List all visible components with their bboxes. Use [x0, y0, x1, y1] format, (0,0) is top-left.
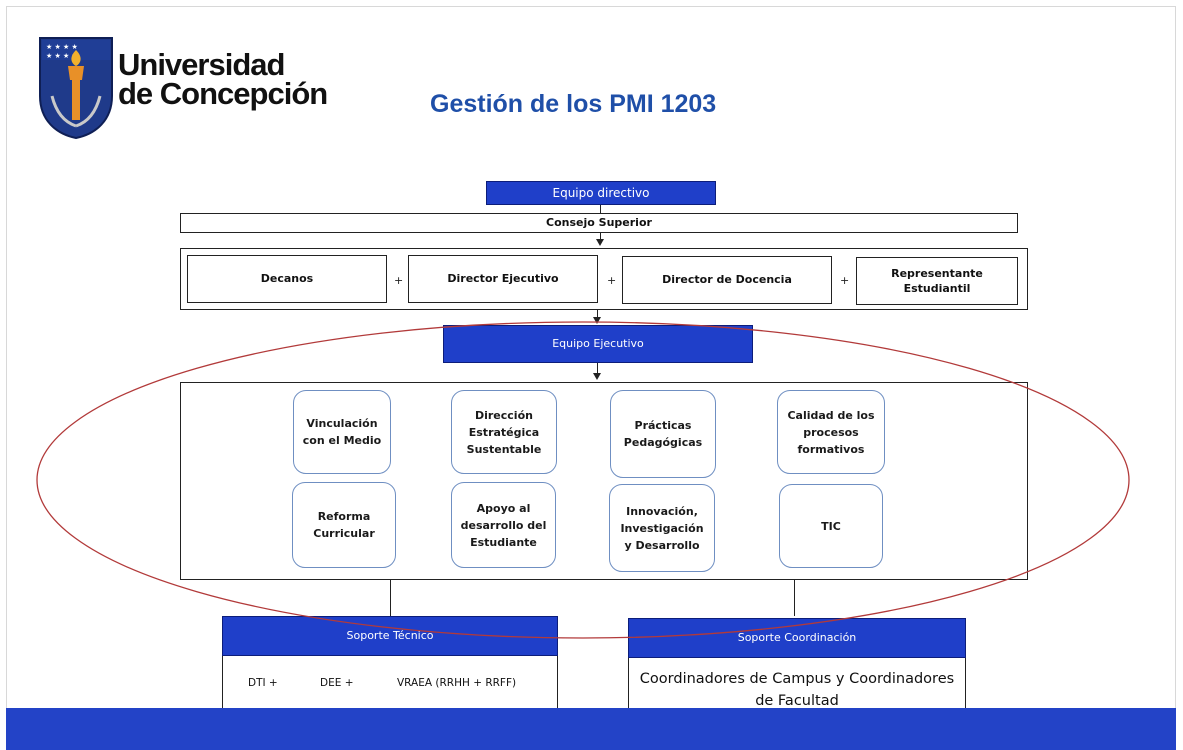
equipo-directivo-box: Equipo directivo: [486, 181, 716, 205]
logo-line1: Universidad: [118, 47, 285, 82]
university-crest-logo: ★ ★ ★ ★ ★ ★ ★ ★: [39, 37, 113, 140]
soporte-tecnico-item-dee: DEE +: [320, 677, 354, 689]
arrow-down-icon: [596, 239, 604, 246]
member-director-docencia: Director de Docencia: [622, 256, 832, 304]
member-director-ejecutivo: Director Ejecutivo: [408, 255, 598, 303]
svg-text:★ ★ ★ ★: ★ ★ ★ ★: [46, 43, 78, 51]
plus-sign: +: [394, 274, 404, 287]
connector-line: [600, 205, 601, 213]
logo-line2: de Concepción: [118, 76, 328, 111]
connector-line: [794, 580, 795, 616]
soporte-coordinacion-text: Coordinadores de Campus y Coordinadores …: [628, 668, 966, 712]
consejo-superior-box: Consejo Superior: [180, 213, 1018, 233]
area-direccion-estrategica: Dirección Estratégica Sustentable: [451, 390, 557, 474]
equipo-ejecutivo-box: Equipo Ejecutivo: [443, 325, 753, 363]
connector-line: [390, 580, 391, 616]
area-innovacion: Innovación, Investigación y Desarrollo: [609, 484, 715, 572]
footer-bar: [6, 708, 1176, 750]
member-representante-estudiantil: Representante Estudiantil: [856, 257, 1018, 305]
connector-line: [597, 363, 598, 375]
area-vinculacion: Vinculación con el Medio: [293, 390, 391, 474]
area-apoyo-estudiante: Apoyo al desarrollo del Estudiante: [451, 482, 556, 568]
plus-sign: +: [607, 274, 617, 287]
area-reforma-curricular: Reforma Curricular: [292, 482, 396, 568]
connector-line: [600, 233, 601, 240]
arrow-down-icon: [593, 317, 601, 324]
area-calidad-procesos: Calidad de los procesos formativos: [777, 390, 885, 474]
soporte-coordinacion-line2: de Facultad: [755, 693, 839, 709]
page-title: Gestión de los PMI 1203: [430, 90, 717, 118]
area-practicas-pedagogicas: Prácticas Pedagógicas: [610, 390, 716, 478]
soporte-coordinacion-header: Soporte Coordinación: [628, 618, 966, 658]
member-decanos: Decanos: [187, 255, 387, 303]
connector-line: [597, 310, 598, 319]
arrow-down-icon: [593, 373, 601, 380]
soporte-tecnico-body: [222, 656, 558, 712]
soporte-coordinacion-line1: Coordinadores de Campus y Coordinadores: [639, 671, 955, 687]
plus-sign: +: [840, 274, 850, 287]
soporte-coordinacion-body: [628, 658, 966, 712]
soporte-tecnico-item-dti: DTI +: [248, 677, 278, 689]
svg-text:★ ★ ★ ★: ★ ★ ★ ★: [46, 52, 78, 60]
soporte-tecnico-item-vraea: VRAEA (RRHH + RRFF): [397, 677, 517, 689]
area-tic: TIC: [779, 484, 883, 568]
university-name-logo: Universidad de Concepción: [118, 47, 328, 111]
